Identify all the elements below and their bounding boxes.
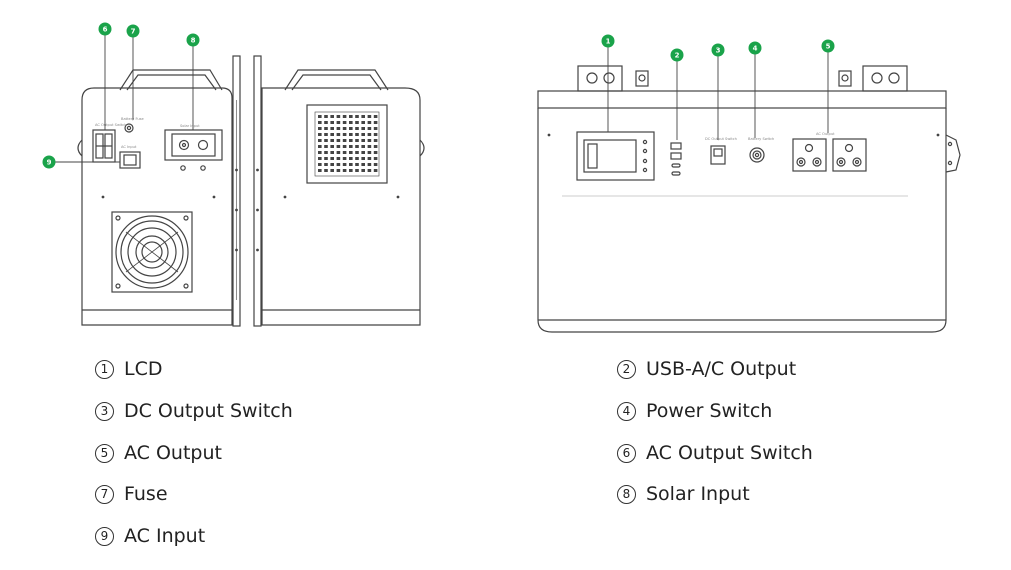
callout-3: 3 [711, 43, 725, 57]
legend-label: Power Switch [646, 400, 773, 422]
legend-label: AC Output [124, 442, 222, 464]
legend-label: Fuse [124, 483, 168, 505]
legend-number: 4 [617, 401, 636, 421]
label-power-switch: Battery Switch [748, 137, 774, 141]
svg-text:1: 1 [606, 38, 611, 46]
leader-lines [49, 30, 829, 163]
svg-text:9: 9 [47, 159, 52, 167]
legend-number: 5 [95, 443, 114, 463]
back-view [77, 55, 241, 327]
panel-labels: AC Output Switch Battery Fuse AC Input S… [95, 117, 835, 149]
legend-label: USB-A/C Output [646, 358, 797, 380]
legend-number: 2 [617, 359, 636, 379]
label-ac-output: AC Output [816, 132, 835, 136]
legend-number: 8 [617, 484, 636, 504]
legend-item-usb-output: 2 USB-A/C Output [617, 358, 796, 380]
callout-7: 7 [126, 24, 140, 38]
callout-2: 2 [670, 48, 684, 62]
svg-text:2: 2 [675, 52, 680, 60]
svg-text:3: 3 [716, 47, 721, 55]
label-dc-output-switch: DC Output Switch [705, 137, 737, 141]
legend-number: 1 [95, 359, 114, 379]
legend-item-fuse: 7 Fuse [95, 483, 168, 505]
callouts: 6 7 8 9 1 2 3 4 5 [42, 22, 835, 169]
legend-label: LCD [124, 358, 163, 380]
legend-item-ac-input: 9 AC Input [95, 525, 205, 547]
callout-4: 4 [748, 41, 762, 55]
label-solar-input: Solar Input [180, 124, 200, 128]
callout-8: 8 [186, 33, 200, 47]
legend-item-solar-input: 8 Solar Input [617, 483, 750, 505]
legend-number: 9 [95, 526, 114, 546]
legend-label: Solar Input [646, 483, 750, 505]
front-view [537, 65, 961, 333]
legend-item-power-switch: 4 Power Switch [617, 400, 772, 422]
vent-pattern [318, 115, 378, 172]
label-ac-input: AC Input [121, 145, 137, 149]
legend-item-ac-output-switch: 6 AC Output Switch [617, 442, 813, 464]
legend-item-lcd: 1 LCD [95, 358, 162, 380]
legend-label: AC Input [124, 525, 206, 547]
legend-label: AC Output Switch [646, 442, 813, 464]
svg-text:4: 4 [753, 45, 758, 53]
callout-9: 9 [42, 155, 56, 169]
legend-number: 3 [95, 401, 114, 421]
svg-text:5: 5 [826, 43, 831, 51]
legend-label: DC Output Switch [124, 400, 293, 422]
legend-item-ac-output: 5 AC Output [95, 442, 222, 464]
svg-text:7: 7 [131, 28, 136, 36]
legend-item-dc-output-switch: 3 DC Output Switch [95, 400, 293, 422]
product-diagram: AC Output Switch Battery Fuse AC Input S… [42, 22, 961, 333]
callout-6: 6 [98, 22, 112, 36]
svg-text:6: 6 [103, 26, 108, 34]
side-view [253, 55, 425, 327]
callout-1: 1 [601, 34, 615, 48]
label-ac-output-switch: AC Output Switch [95, 123, 127, 127]
legend-number: 6 [617, 443, 636, 463]
legend-number: 7 [95, 484, 114, 504]
callout-5: 5 [821, 39, 835, 53]
svg-text:8: 8 [191, 37, 196, 45]
